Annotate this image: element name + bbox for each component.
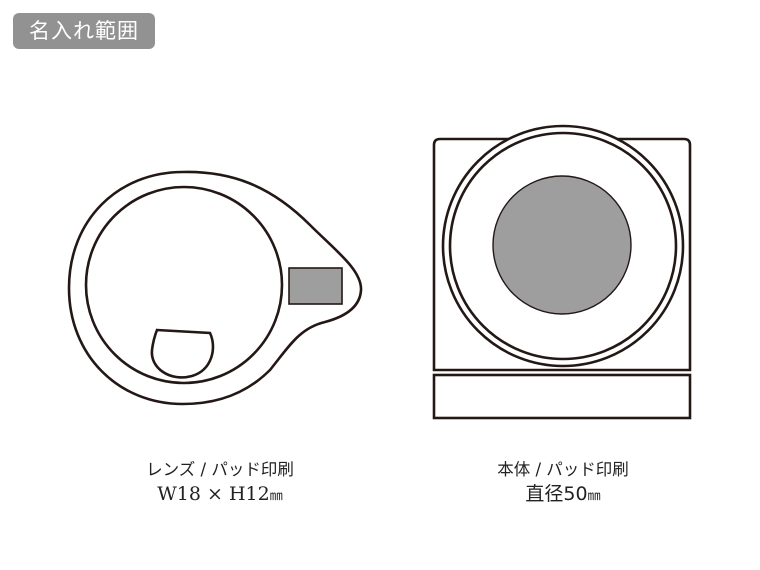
lens-print-area: [288, 267, 343, 305]
body-caption-method: 本体 / パッド印刷: [497, 460, 629, 479]
lens-caption-method: レンズ / パッド印刷: [146, 460, 294, 479]
body-print-area: [492, 175, 632, 315]
lens-caption-size: W18 × H12㎜: [157, 483, 283, 505]
lens-outer-shape: [67, 170, 363, 406]
lens-caption: レンズ / パッド印刷 W18 × H12㎜: [110, 458, 330, 509]
body-caption-size: 直径50㎜: [525, 483, 601, 505]
body-base: [432, 373, 692, 420]
body-caption: 本体 / パッド印刷 直径50㎜: [458, 458, 668, 509]
lens-product-outline: [67, 170, 363, 406]
print-area-badge: 名入れ範囲: [13, 13, 155, 49]
lens-window-d-shape: [150, 328, 215, 379]
lens-inner-circle: [84, 185, 284, 385]
body-inner-ring: [448, 131, 678, 361]
